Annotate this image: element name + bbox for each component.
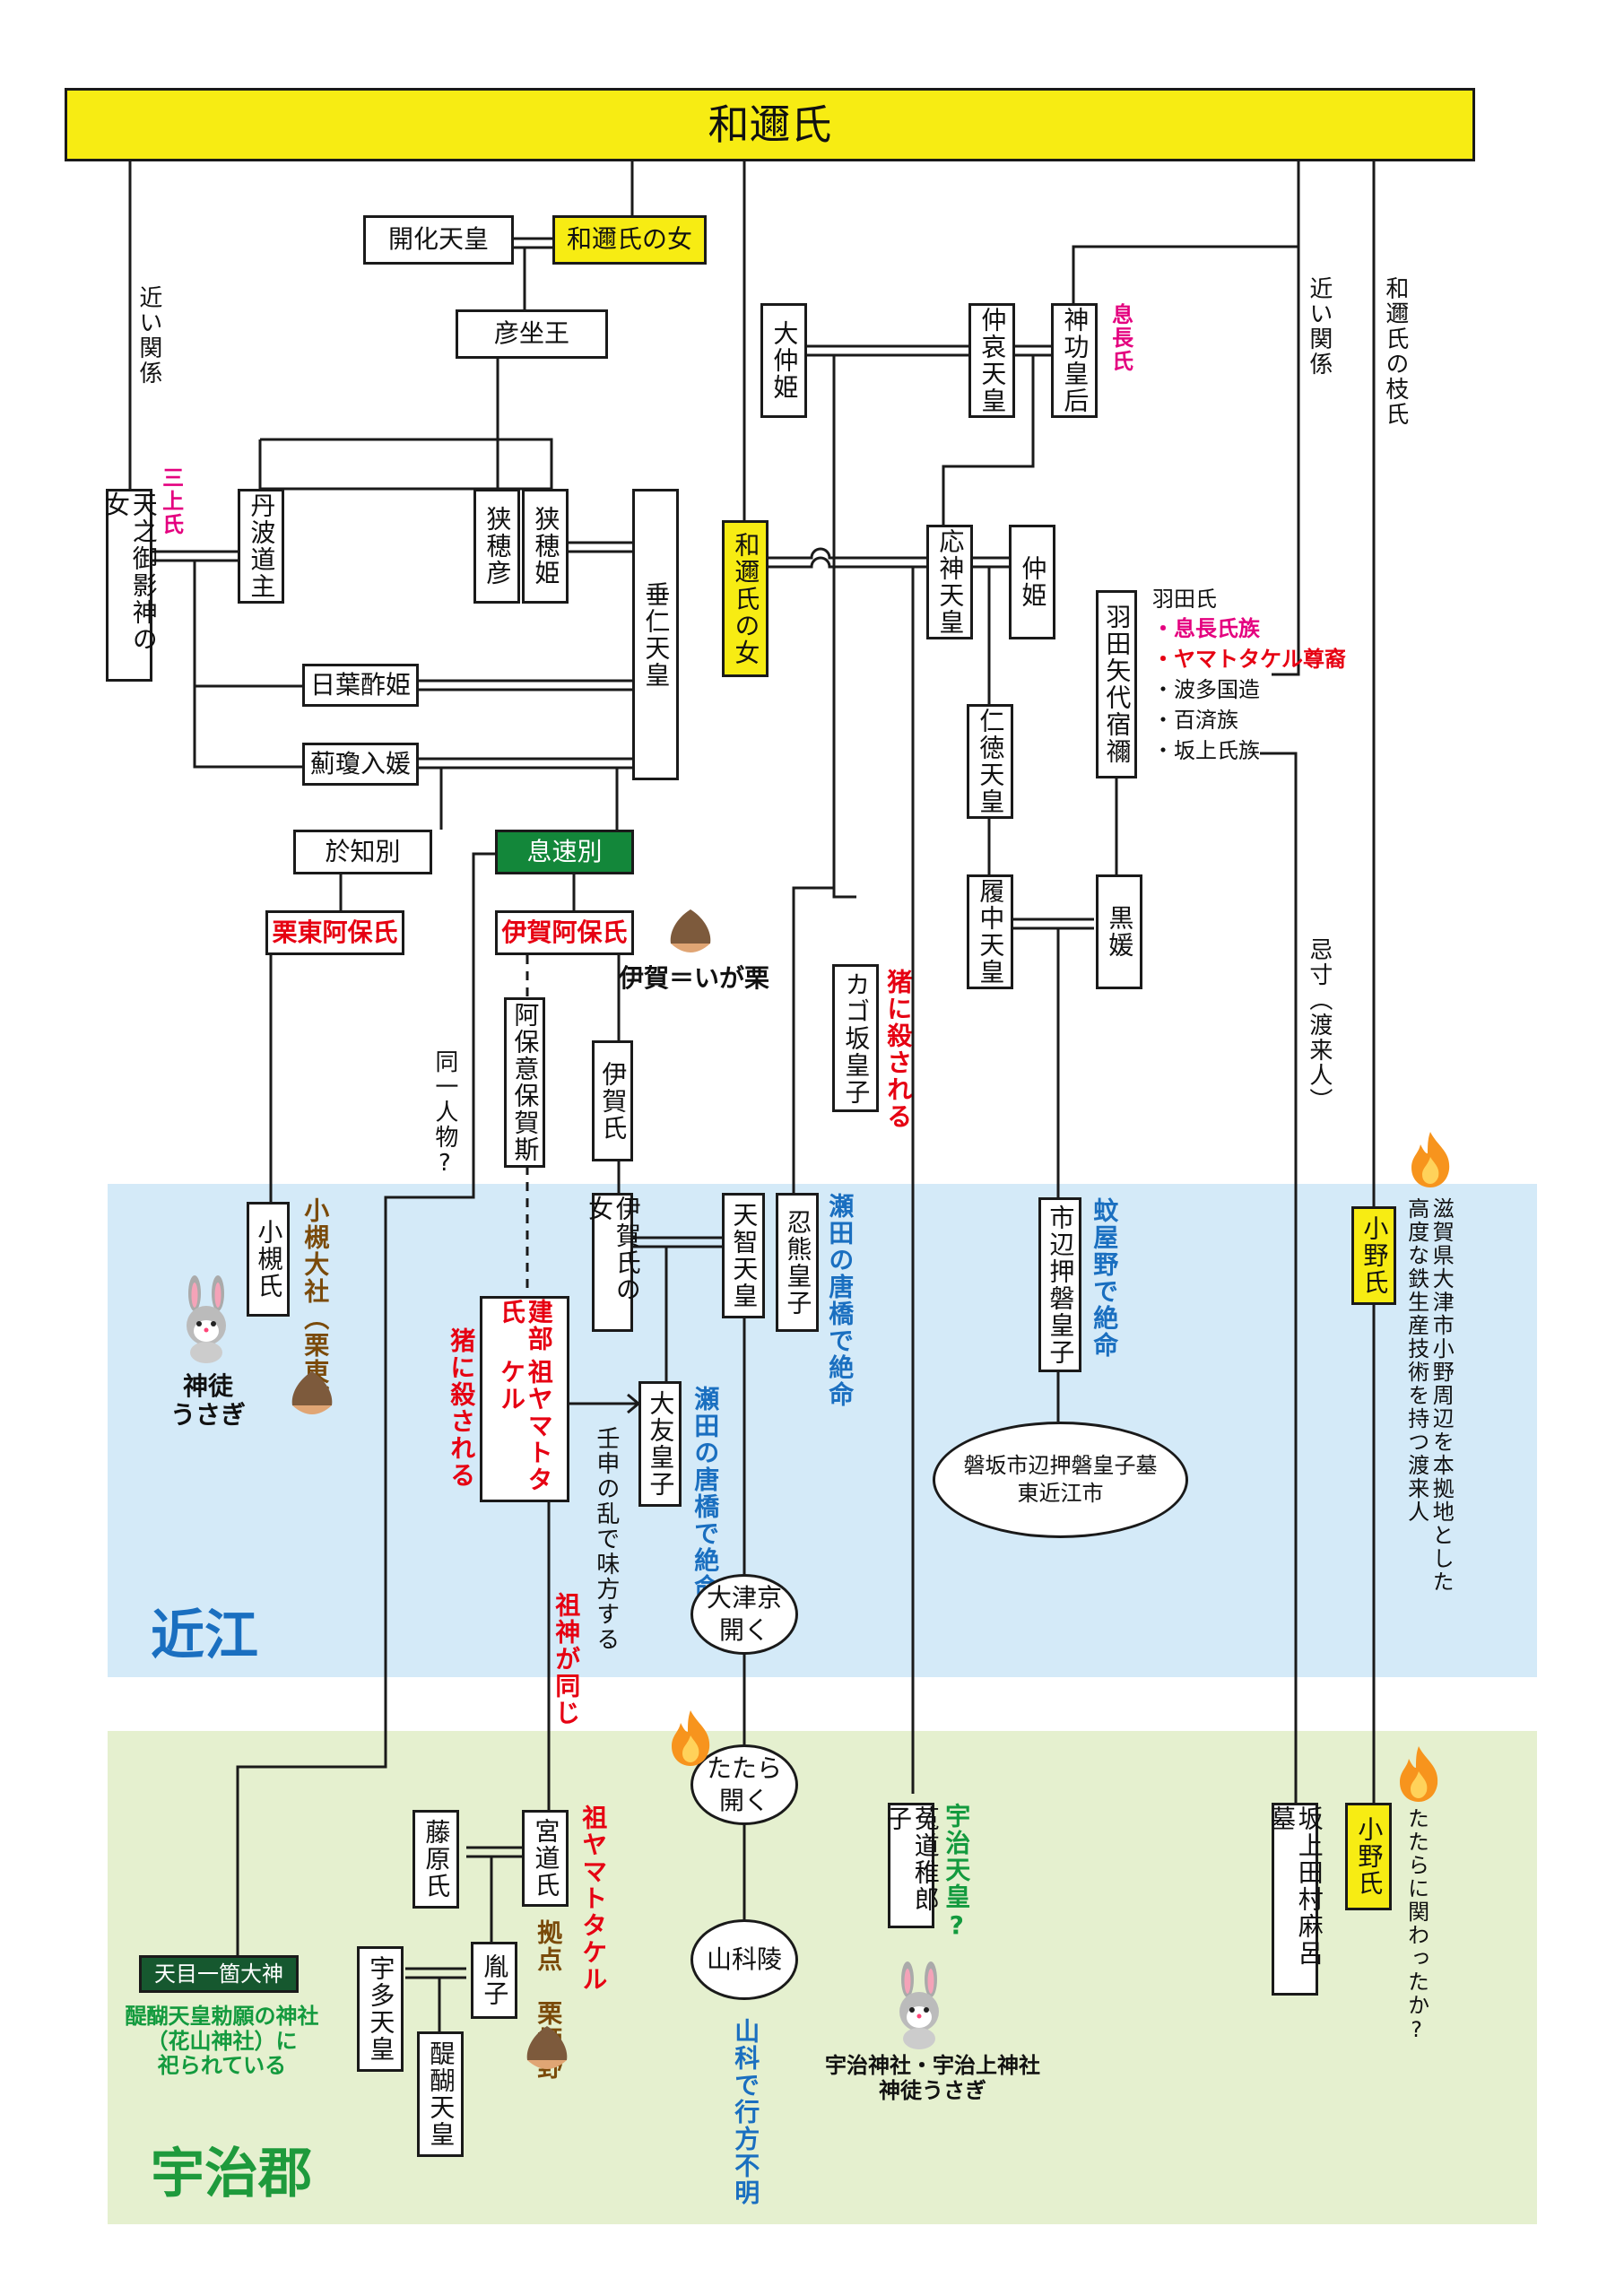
hata-clan-item: ・波多国造	[1152, 677, 1260, 702]
annotation-kagosaka-killed: 猪に殺される	[883, 969, 914, 1130]
annotation-uji-emperor: 宇治天皇?	[942, 1803, 972, 1942]
node-ono-2[interactable]: 小野氏	[1345, 1803, 1392, 1910]
node-chuai[interactable]: 仲哀天皇	[968, 303, 1015, 418]
annotation-ichinobe-death: 蚊屋野で絶命	[1090, 1197, 1120, 1359]
annotation-oshikuma-death: 瀬田の唐橋で絶命	[825, 1193, 855, 1408]
annotation-ono-tatara: たたらに関わったか?	[1403, 1807, 1429, 2044]
chestnut-icon	[526, 2026, 568, 2069]
relation-jinshin: 壬申の乱で味方する	[592, 1426, 620, 1652]
relation-close-left: 近い関係	[135, 285, 162, 386]
node-nakatsu[interactable]: 仲姫	[1009, 525, 1055, 639]
node-kaika[interactable]: 開化天皇	[363, 215, 514, 265]
node-otomo[interactable]: 大友皇子	[638, 1381, 682, 1507]
node-kurohime[interactable]: 黒媛	[1096, 874, 1142, 989]
node-daigo[interactable]: 醍醐天皇	[417, 2031, 464, 2157]
node-wani-daughter-2[interactable]: 和邇氏の女	[722, 520, 769, 677]
node-ikihaya[interactable]: 息速別	[495, 830, 634, 874]
node-ochiwake[interactable]: 於知別	[293, 830, 432, 874]
chestnut-icon	[670, 909, 711, 952]
chestnut-icon	[291, 1371, 333, 1414]
relation-branch: 和邇氏の枝氏	[1381, 276, 1409, 427]
node-hibasu[interactable]: 日葉酢姫	[302, 664, 419, 707]
annotation-rabbit-right: 宇治神社・宇治上神社 神徒うさぎ	[825, 2053, 1040, 2103]
title-wani-clan: 和邇氏	[65, 88, 1475, 161]
circle-tatara[interactable]: たたら 開く	[690, 1744, 798, 1825]
relation-imiki: 忌寸（渡来人）	[1305, 937, 1333, 1113]
circle-yamashina[interactable]: 山科陵	[690, 1919, 798, 2000]
node-kagosaka[interactable]: カゴ坂皇子	[832, 964, 879, 1112]
node-jingu[interactable]: 神功皇后	[1051, 303, 1098, 418]
node-kanikamu[interactable]: 薊瓊入媛	[302, 743, 419, 786]
takebe-sub: 祖ヤマトタケル	[497, 1359, 554, 1494]
node-takebe[interactable]: 建部氏 祖ヤマトタケル	[480, 1296, 569, 1502]
node-richu[interactable]: 履中天皇	[967, 874, 1013, 989]
node-nintoku[interactable]: 仁徳天皇	[967, 704, 1013, 819]
region-label-uji: 宇治郡	[151, 2143, 312, 2205]
annotation-daigo-shrine: 醍醐天皇勅願の神社 （花山神社）に 祀られている	[125, 2004, 319, 2079]
node-wani-daughter-1[interactable]: 和邇氏の女	[552, 215, 707, 265]
node-iga[interactable]: 伊賀氏	[592, 1040, 633, 1161]
region-label-omi: 近江	[151, 1605, 258, 1667]
node-suinin[interactable]: 垂仁天皇	[632, 489, 679, 780]
hata-clan-item: ・坂上氏族	[1152, 738, 1260, 763]
annotation-takebe-killed: 猪に殺される	[447, 1327, 477, 1489]
annotation-rabbit-left: 神徒 うさぎ	[170, 1371, 247, 1431]
circle-ichinobe-tomb[interactable]: 磐坂市辺押磐皇子墓 東近江市	[933, 1422, 1188, 1538]
circle-otsukyo[interactable]: 大津京 開く	[690, 1574, 798, 1655]
annotation-miyamichi-note: 祖ヤマトタケル	[578, 1805, 609, 1993]
node-uji-waki[interactable]: 菟道稚郎子	[883, 1803, 941, 1928]
node-oshikuma[interactable]: 忍熊皇子	[776, 1193, 819, 1332]
node-inshi[interactable]: 胤子	[471, 1942, 517, 2019]
node-uda[interactable]: 宇多天皇	[357, 1946, 404, 2072]
annotation-yamashina-missing: 山科で行方不明	[731, 2018, 761, 2206]
hata-clan-header: 羽田氏	[1152, 587, 1217, 612]
node-amenomikage[interactable]: 天之御影神の女	[101, 489, 159, 682]
node-miyamichi[interactable]: 宮道氏	[522, 1810, 569, 1907]
rabbit-icon	[187, 1275, 226, 1363]
rabbit-icon	[899, 1961, 939, 2049]
node-aboi[interactable]: 阿保意保賀斯	[504, 997, 545, 1168]
node-sahohime[interactable]: 狭穂姫	[522, 489, 569, 604]
node-sahohiko[interactable]: 狭穂彦	[473, 489, 520, 604]
node-kurimoto-abo[interactable]: 栗東阿保氏	[265, 910, 404, 955]
node-sakanoue[interactable]: 坂上田村麻呂墓	[1267, 1803, 1324, 1996]
annotation-okinaga: 息長氏	[1107, 303, 1133, 373]
hata-clan-item: ・息長氏族	[1152, 616, 1260, 641]
node-ojin[interactable]: 応神天皇	[926, 525, 973, 639]
node-ono-1[interactable]: 小野氏	[1351, 1206, 1396, 1305]
hata-clan-item: ・百済族	[1152, 708, 1238, 733]
relation-same-person: 同一人物?	[430, 1049, 458, 1178]
node-fujiwara[interactable]: 藤原氏	[413, 1810, 459, 1909]
node-amenomahitotsu[interactable]: 天目一箇大神	[139, 1955, 299, 1993]
omi-region	[108, 1184, 1537, 1677]
hata-clan-item: ・ヤマトタケル尊裔	[1152, 647, 1346, 672]
node-tenji[interactable]: 天智天皇	[722, 1193, 765, 1318]
annotation-ono-note: 滋賀県大津市小野周辺を本拠地とした 高度な鉄生産技術を持つ渡来人	[1403, 1197, 1455, 1594]
node-iga-daughter[interactable]: 伊賀氏の女	[585, 1193, 642, 1332]
node-tanba[interactable]: 丹波道主	[238, 489, 284, 604]
node-ichinobe[interactable]: 市辺押磐皇子	[1038, 1197, 1081, 1372]
node-hikoimasu[interactable]: 彦坐王	[456, 309, 608, 359]
node-hata-yashiro[interactable]: 羽田矢代宿禰	[1096, 590, 1137, 778]
takebe-label: 建部氏	[497, 1299, 554, 1352]
node-iga-abo[interactable]: 伊賀阿保氏	[495, 910, 634, 955]
relation-same-ancestor: 祖神が同じ	[551, 1592, 582, 1726]
fire-icon	[1400, 1746, 1438, 1802]
relation-close-right: 近い関係	[1305, 276, 1333, 377]
node-otsuki[interactable]: 小槻氏	[247, 1202, 290, 1317]
node-onakatsu[interactable]: 大仲姫	[760, 303, 807, 418]
annotation-mikami: 三上氏	[158, 466, 184, 536]
fire-icon	[672, 1710, 710, 1766]
annotation-otomo-death: 瀬田の唐橋で絶命	[690, 1386, 721, 1601]
annotation-iga-chestnut: 伊賀＝いが栗	[619, 963, 770, 993]
fire-icon	[1411, 1132, 1450, 1187]
